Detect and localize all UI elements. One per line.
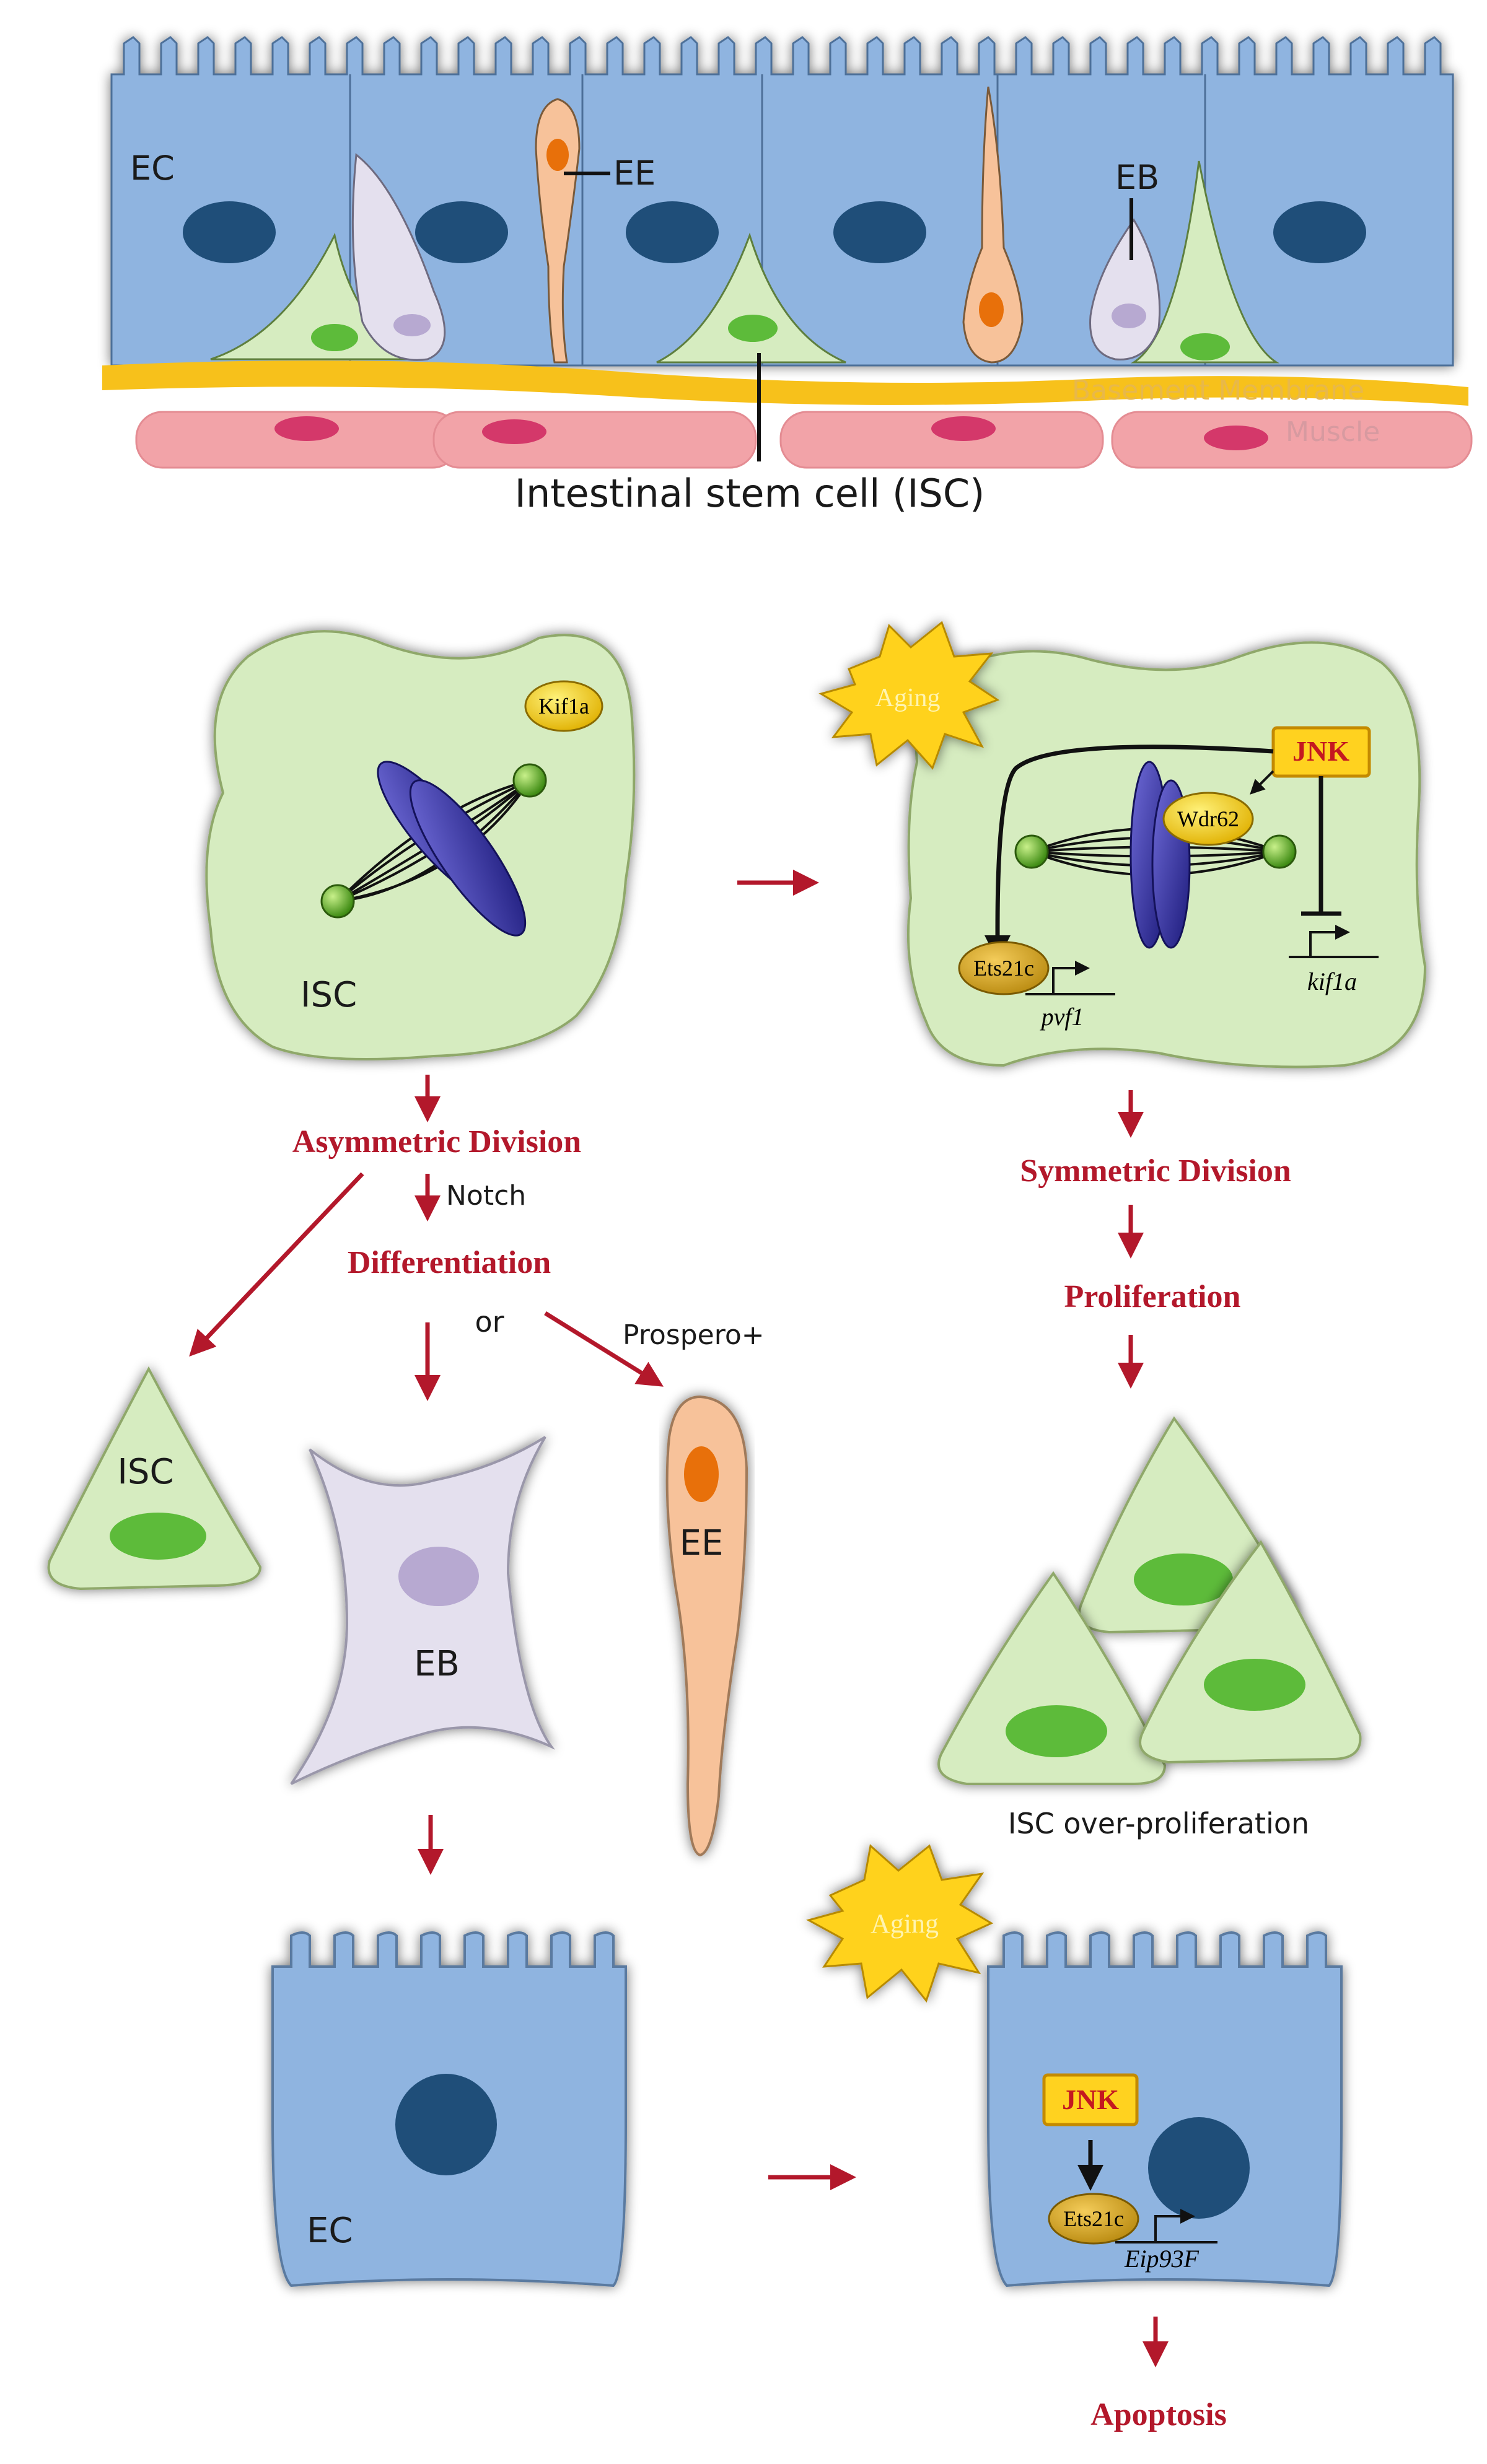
pvf1-promoter-icon: [1025, 961, 1115, 995]
wdr62-label: Wdr62: [1177, 806, 1239, 831]
kif1a-promoter-icon: [1289, 925, 1379, 958]
left-flow: Asymmetric Division Notch Differentiatio…: [47, 1075, 765, 2287]
prospero-label: Prospero+: [623, 1319, 765, 1351]
aged-ec-jnk-label: JNK: [1062, 2084, 1119, 2115]
aged-ec-aging-label: Aging: [871, 1908, 939, 1939]
aged-isc-cell: Aging JNK Wdr62 Ets21c: [818, 621, 1427, 1068]
notch-label: Notch: [446, 1180, 526, 1212]
arrow-to-ee: [544, 1311, 664, 1387]
young-spindle-icon: [320, 761, 547, 937]
aged-isc-jnk-label: JNK: [1292, 735, 1349, 767]
ec-label: EC: [307, 2211, 353, 2251]
daughter-isc-cell: ISC: [47, 1366, 262, 1591]
ec-ets21c-label: Ets21c: [1063, 2206, 1124, 2231]
kif1a-label: Kif1a: [538, 694, 589, 719]
tissue-eb-label: EB: [1115, 158, 1159, 197]
kif1a-gene-label: kif1a: [1307, 968, 1357, 995]
differentiated-ec-cell: EC: [271, 1931, 627, 2287]
isc-caption: Intestinal stem cell (ISC): [515, 471, 985, 516]
aged-isc-aging-label: Aging: [875, 684, 941, 712]
tissue-ee-label: EE: [613, 154, 656, 193]
symmetric-division-label: Symmetric Division: [1020, 1153, 1291, 1189]
tissue-ec-label: EC: [130, 149, 175, 188]
tissue-eb-cells: [351, 153, 1161, 361]
or-label: or: [475, 1305, 504, 1339]
eip93f-promoter-icon: [1115, 2209, 1217, 2243]
right-flow: Symmetric Division Proliferation ISC ove…: [937, 1090, 1362, 1840]
eip93f-label: Eip93F: [1124, 2245, 1200, 2273]
jnk-wdr62-arrow: [1250, 770, 1274, 795]
apoptosis-label: Apoptosis: [1090, 2397, 1227, 2432]
aging-starburst-icon: Aging: [818, 621, 1000, 770]
jnk-to-ets21c-arrow: [985, 745, 1274, 961]
muscle-label: Muscle: [1286, 416, 1380, 448]
overprolif-caption: ISC over-proliferation: [1008, 1807, 1309, 1840]
overproliferating-isc-cluster: [937, 1416, 1362, 1785]
tissue-panel: EC EE EB Basement Membrane Muscle Intest…: [102, 36, 1473, 516]
ec-aging-starburst-icon: Aging: [806, 1844, 994, 2003]
aged-ec-jnk-box: [1042, 2073, 1139, 2126]
young-isc-cell: Kif1a ISC: [205, 630, 636, 1060]
eb-label: EB: [414, 1644, 460, 1684]
asymmetric-division-label: Asymmetric Division: [292, 1124, 582, 1160]
ee-label: EE: [680, 1523, 724, 1563]
aged-ets21c-oval: [958, 941, 1050, 995]
basement-membrane: [102, 360, 1468, 406]
aged-ets21c-label: Ets21c: [973, 956, 1034, 981]
muscle-layer: [135, 411, 1473, 469]
ec-ets21c-oval: [1048, 2193, 1139, 2245]
kif1a-oval: [524, 680, 603, 732]
wdr62-oval: [1162, 792, 1254, 846]
young-isc-label: ISC: [300, 975, 357, 1015]
tissue-ee-cells: [535, 86, 1024, 364]
proliferation-label: Proliferation: [1064, 1279, 1241, 1314]
eb-cell: EB: [290, 1436, 555, 1785]
pvf1-label: pvf1: [1040, 1003, 1084, 1031]
ee-cell: EE: [665, 1395, 748, 1857]
differentiation-label: Differentiation: [348, 1245, 551, 1280]
aged-ec-cell: Aging JNK Ets21c Eip93F: [806, 1844, 1343, 2287]
basement-membrane-label: Basement Membrane: [1072, 375, 1364, 406]
arrow-to-isc: [189, 1172, 364, 1357]
daughter-isc-label: ISC: [117, 1452, 173, 1492]
